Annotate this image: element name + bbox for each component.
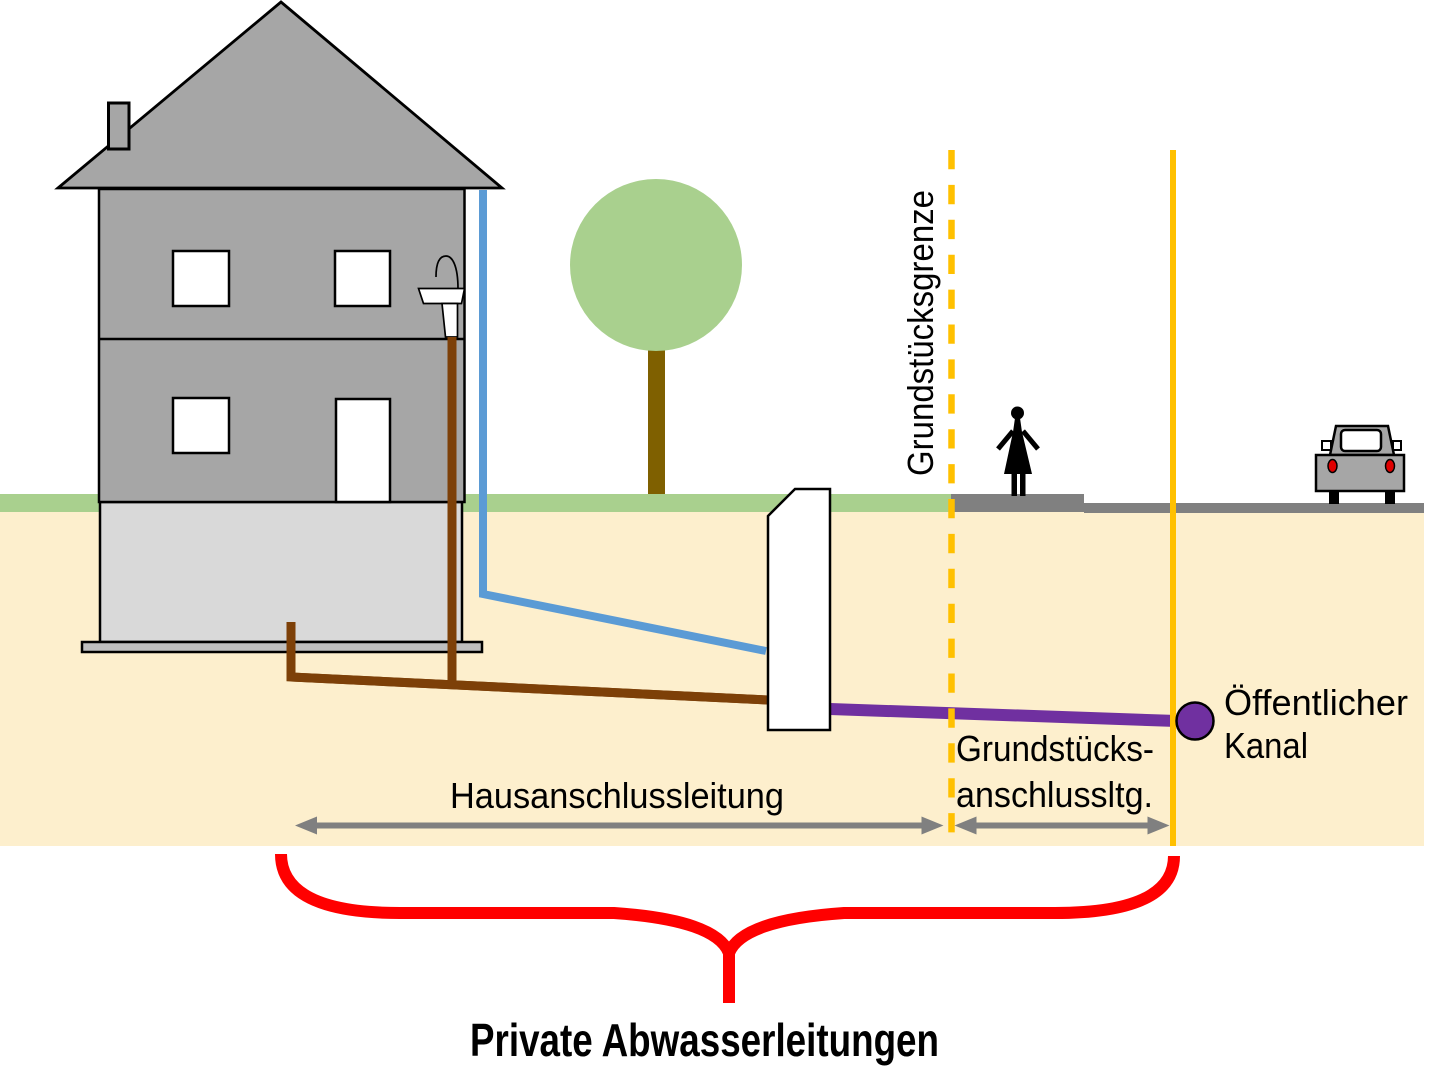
svg-text:Grundstücksgrenze: Grundstücksgrenze [900, 190, 941, 476]
svg-text:anschlussltg.: anschlussltg. [956, 774, 1153, 815]
svg-text:Hausanschlussleitung: Hausanschlussleitung [450, 775, 784, 816]
svg-text:Kanal: Kanal [1224, 725, 1308, 766]
svg-text:Grundstücks-: Grundstücks- [956, 728, 1154, 769]
svg-text:Öffentlicher: Öffentlicher [1224, 682, 1408, 723]
svg-text:Private Abwasserleitungen: Private Abwasserleitungen [470, 1014, 939, 1066]
